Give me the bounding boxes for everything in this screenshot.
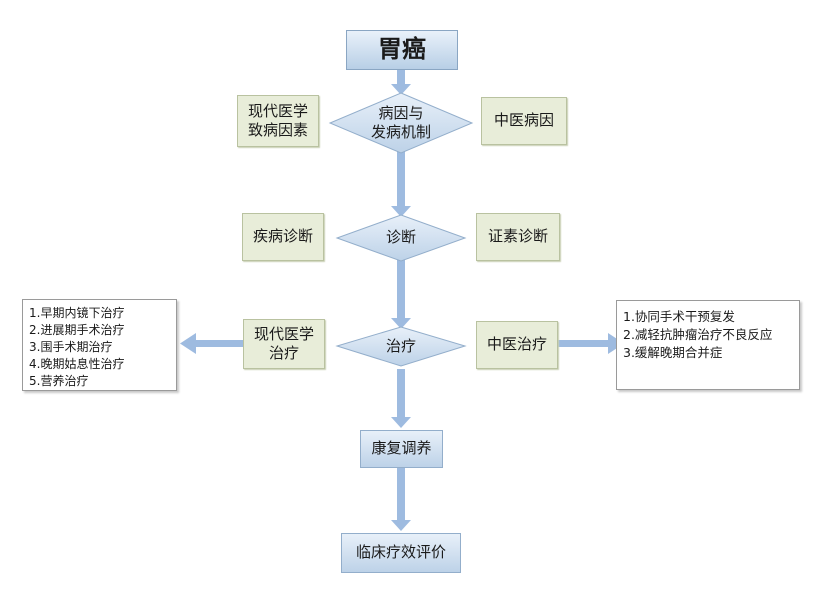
title-box: 胃癌: [346, 30, 458, 70]
etiology-node: 病因与 发病机制: [330, 93, 472, 153]
rehab-box: 康复调养: [360, 430, 443, 468]
title-text: 胃癌: [378, 35, 426, 64]
modern-tx-line-1: 现代医学: [253, 324, 314, 343]
diagnosis-label: 诊断: [385, 228, 416, 247]
disease-dx-box: 疾病诊断: [242, 213, 324, 261]
modern-cause-line-2: 致病因素: [247, 121, 308, 139]
arrow-to-modern-list: [194, 340, 244, 347]
etiology-line-2: 发病机制: [370, 123, 431, 141]
modern-treatment-list: 1.早期内镜下治疗 2.进展期手术治疗 3.围手术期治疗 4.晚期姑息性治疗 5…: [22, 299, 177, 391]
list-item: 5.营养治疗: [29, 374, 89, 388]
arrow-etiology-to-diagnosis: [397, 146, 405, 208]
rehab-label: 康复调养: [371, 439, 432, 458]
list-item: 3.缓解晚期合并症: [623, 345, 723, 360]
arrow-title-to-etiology: [397, 70, 405, 86]
syndrome-dx-box: 证素诊断: [476, 213, 560, 261]
list-item: 2.进展期手术治疗: [29, 323, 125, 337]
modern-tx-box: 现代医学 治疗: [243, 319, 325, 369]
arrow-rehab-to-evaluation: [397, 468, 405, 522]
evaluation-label: 临床疗效评价: [355, 543, 446, 562]
treatment-node: 治疗: [337, 327, 465, 366]
evaluation-box: 临床疗效评价: [341, 533, 461, 573]
etiology-line-1: 病因与: [378, 103, 424, 122]
list-item: 3.围手术期治疗: [29, 340, 113, 354]
syndrome-dx-label: 证素诊断: [487, 227, 548, 246]
etiology-diamond: [328, 92, 474, 154]
arrow-treatment-to-rehab: [397, 369, 405, 419]
list-item: 1.早期内镜下治疗: [29, 306, 125, 320]
modern-cause-line-1: 现代医学: [247, 101, 308, 120]
diagnosis-diamond: [335, 214, 467, 262]
list-item: 2.减轻抗肿瘤治疗不良反应: [623, 327, 773, 342]
modern-cause-box: 现代医学 致病因素: [237, 95, 319, 147]
list-item: 1.协同手术干预复发: [623, 309, 735, 324]
treatment-label: 治疗: [385, 336, 416, 355]
modern-tx-line-2: 治疗: [268, 344, 299, 362]
treatment-diamond: [335, 326, 467, 367]
tcm-tx-label: 中医治疗: [486, 335, 547, 354]
diagnosis-node: 诊断: [337, 215, 465, 261]
arrow-to-tcm-list: [558, 340, 610, 347]
list-item: 4.晚期姑息性治疗: [29, 357, 125, 371]
tcm-tx-box: 中医治疗: [476, 321, 558, 369]
arrow-diagnosis-to-treatment: [397, 258, 405, 320]
disease-dx-label: 疾病诊断: [252, 227, 313, 246]
tcm-treatment-list: 1.协同手术干预复发 2.减轻抗肿瘤治疗不良反应 3.缓解晚期合并症: [616, 300, 800, 390]
tcm-cause-box: 中医病因: [481, 97, 567, 145]
tcm-cause-label: 中医病因: [493, 111, 554, 130]
